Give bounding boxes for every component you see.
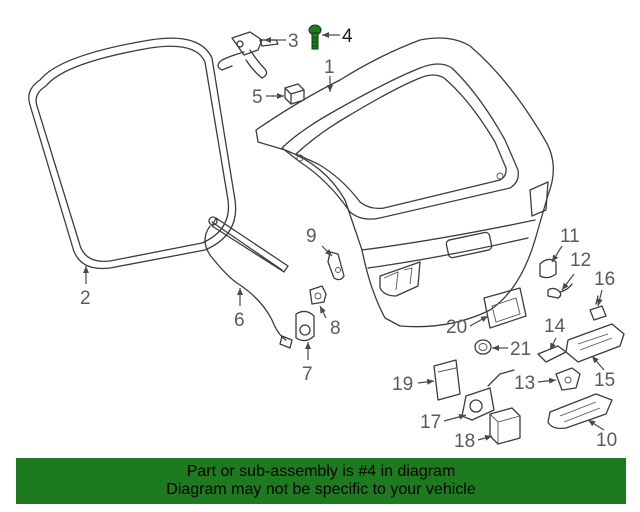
callout-20: 20 — [446, 317, 467, 338]
callout-15: 15 — [594, 370, 615, 391]
banner-line-2: Diagram may not be specific to your vehi… — [166, 481, 476, 498]
callout-5: 5 — [252, 87, 263, 108]
callout-18: 18 — [454, 431, 475, 452]
callout-2: 2 — [80, 288, 91, 309]
callout-4: 4 — [342, 26, 353, 47]
part-11-switch[interactable] — [539, 258, 557, 279]
callout-14: 14 — [544, 316, 566, 337]
callout-19: 19 — [392, 374, 413, 395]
callout-12: 12 — [570, 250, 591, 271]
part-1-liftgate[interactable] — [255, 37, 554, 328]
callout-17: 17 — [420, 412, 441, 433]
part-10-latch[interactable] — [547, 393, 613, 430]
callout-21: 21 — [510, 339, 531, 360]
callout-16: 16 — [594, 269, 615, 290]
part-20-plate-lamp[interactable] — [483, 287, 527, 329]
part-19-module[interactable] — [433, 359, 461, 401]
part-16-clip[interactable] — [589, 295, 607, 321]
callout-10: 10 — [596, 430, 617, 451]
callout-3: 3 — [288, 31, 299, 52]
part-6-strut[interactable] — [204, 216, 293, 349]
info-banner: Part or sub-assembly is #4 in diagram Di… — [16, 458, 626, 504]
part-13-bracket[interactable] — [555, 367, 581, 391]
part-2-weatherstrip[interactable] — [28, 37, 237, 270]
callout-1: 1 — [324, 57, 335, 78]
part-14-lamp[interactable] — [537, 345, 567, 363]
callout-11: 11 — [560, 226, 580, 247]
callout-6: 6 — [234, 310, 245, 331]
part-21-grommet[interactable] — [474, 339, 492, 355]
part-9-hinge[interactable] — [327, 251, 345, 281]
banner-line-1: Part or sub-assembly is #4 in diagram — [186, 463, 456, 480]
part-15-handle[interactable] — [565, 323, 625, 363]
part-4-bolt[interactable] — [308, 24, 322, 50]
part-18-motor[interactable] — [489, 407, 521, 445]
part-7-switch[interactable] — [295, 310, 315, 342]
callout-7: 7 — [302, 364, 313, 385]
callout-9: 9 — [306, 226, 317, 247]
part-12-connector[interactable] — [547, 283, 573, 299]
part-3-actuator[interactable] — [217, 31, 279, 79]
part-17-actuator[interactable] — [461, 369, 515, 421]
callouts: 3 4 1 5 2 6 7 8 9 11 12 16 14 15 13 10 1 — [80, 26, 617, 452]
callout-13: 13 — [514, 373, 535, 394]
part-8-clip[interactable] — [309, 285, 327, 305]
parts-diagram: 3 4 1 5 2 6 7 8 9 11 12 16 14 15 13 10 1 — [28, 24, 625, 452]
callout-8: 8 — [330, 318, 341, 339]
